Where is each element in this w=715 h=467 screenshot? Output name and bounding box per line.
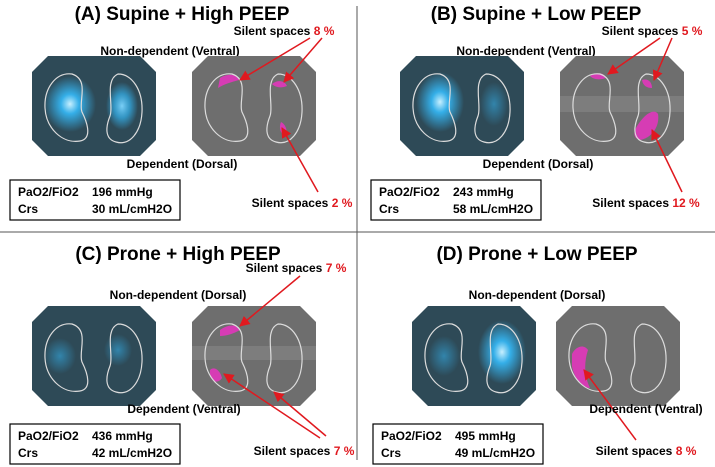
arrow (652, 37, 673, 81)
silent-region (210, 368, 222, 382)
metric-value: 436 mmHg (92, 429, 153, 443)
non-dependent-label: Non-dependent (Ventral) (100, 44, 239, 58)
silent-spaces-label: Silent spaces 8 % (234, 24, 335, 38)
panel-title: (B) Supine + Low PEEP (431, 4, 642, 25)
metric-name: PaO2/FiO2 (379, 185, 440, 199)
panel-title: (D) Prone + Low PEEP (436, 244, 637, 265)
metric-name: PaO2/FiO2 (18, 429, 79, 443)
metric-name: Crs (18, 202, 38, 216)
metrics-box: PaO2/FiO2 196 mmHg Crs 30 mL/cmH2O (9, 179, 181, 221)
silent-spaces-label: Silent spaces 2 % (252, 196, 353, 210)
arrow (281, 127, 319, 193)
non-dependent-label: Non-dependent (Dorsal) (110, 288, 247, 302)
silent-region (642, 79, 652, 88)
silent-spaces-label: Silent spaces 5 % (602, 24, 703, 38)
silent-space-image (556, 306, 680, 406)
arrow (651, 129, 683, 193)
metrics-box: PaO2/FiO2 243 mmHg Crs 58 mL/cmH2O (370, 179, 542, 221)
silent-spaces-label: Silent spaces 8 % (596, 444, 697, 458)
panel-b: (B) Supine + Low PEEP Silent spaces 5 % … (370, 4, 703, 221)
arrow (273, 391, 327, 437)
arrow (239, 37, 311, 81)
ventilation-image (412, 306, 536, 406)
silent-space-image (192, 306, 316, 406)
left-lung-outline (44, 73, 89, 142)
ventilation-image (400, 56, 524, 156)
silent-spaces-label: Silent spaces 12 % (592, 196, 700, 210)
metric-value: 58 mL/cmH2O (453, 202, 533, 216)
metric-value: 243 mmHg (453, 185, 514, 199)
right-lung-outline (106, 73, 143, 144)
panel-title: (C) Prone + High PEEP (75, 244, 281, 265)
panel-d: (D) Prone + Low PEEP Non-dependent (Dors… (372, 244, 703, 465)
panel-a: (A) Supine + High PEEP Silent spaces 8 %… (9, 4, 353, 221)
metrics-box: PaO2/FiO2 495 mmHg Crs 49 mL/cmH2O (372, 423, 544, 465)
dependent-label: Dependent (Ventral) (127, 402, 240, 416)
metric-value: 30 mL/cmH2O (92, 202, 172, 216)
non-dependent-label: Non-dependent (Ventral) (456, 44, 595, 58)
metric-name: Crs (18, 446, 38, 460)
arrow (239, 275, 301, 327)
dependent-label: Dependent (Dorsal) (127, 157, 238, 171)
arrow (583, 369, 637, 441)
dependent-label: Dependent (Dorsal) (483, 157, 594, 171)
metric-value: 196 mmHg (92, 185, 153, 199)
metric-value: 495 mmHg (455, 429, 516, 443)
silent-spaces-label: Silent spaces 7 % (254, 444, 355, 458)
panel-title: (A) Supine + High PEEP (75, 4, 290, 25)
silent-region (220, 325, 240, 336)
silent-region (272, 81, 287, 88)
metric-name: PaO2/FiO2 (18, 185, 79, 199)
arrow (607, 37, 661, 75)
ventilation-image (32, 56, 156, 156)
metric-value: 49 mL/cmH2O (455, 446, 535, 460)
metric-name: Crs (381, 446, 401, 460)
silent-region (218, 74, 239, 88)
arrow (223, 373, 321, 439)
metric-name: Crs (379, 202, 399, 216)
silent-spaces-label: Silent spaces 7 % (246, 261, 347, 275)
non-dependent-label: Non-dependent (Dorsal) (469, 288, 606, 302)
panel-c: (C) Prone + High PEEP Silent spaces 7 % … (9, 244, 355, 465)
metric-name: PaO2/FiO2 (381, 429, 442, 443)
metric-value: 42 mL/cmH2O (92, 446, 172, 460)
dependent-label: Dependent (Ventral) (589, 402, 702, 416)
metrics-box: PaO2/FiO2 436 mmHg Crs 42 mL/cmH2O (9, 423, 181, 465)
arrow (283, 37, 323, 83)
silent-space-image (560, 56, 684, 156)
ventilation-image (32, 306, 156, 406)
